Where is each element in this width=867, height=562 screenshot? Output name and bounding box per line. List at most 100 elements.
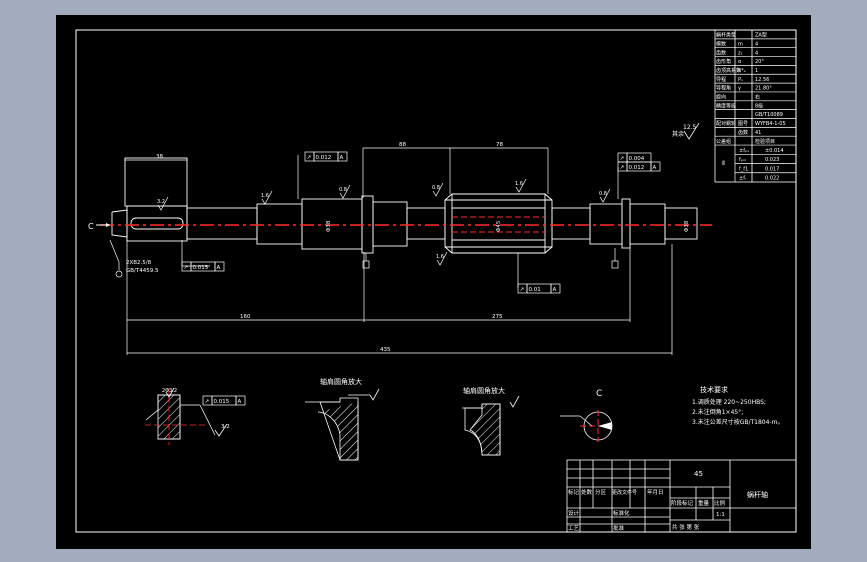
params-row-name: 齿形角 <box>716 58 731 65</box>
roughness-value: 3.2 <box>157 199 165 205</box>
params-row-symbol: h*ₐ <box>738 68 746 74</box>
params-row-name: 导程角 <box>716 85 731 92</box>
params-table <box>714 29 797 183</box>
params-row-value: 12.56 <box>755 77 769 83</box>
dim-mid-top: 88 <box>399 142 406 148</box>
dimension-lines <box>109 147 673 355</box>
tb-design: 设计 <box>568 509 580 517</box>
tb-change: 更改文件号 <box>612 489 637 496</box>
params-row-symbol: γ <box>738 86 741 92</box>
tb-date: 年月日 <box>647 488 664 496</box>
general-roughness: 12.5 其余 <box>672 122 700 140</box>
datum-marks <box>362 248 619 269</box>
params-row-name: 配对蜗轮 <box>716 120 736 127</box>
params-row-value: 1 <box>755 68 758 74</box>
section-c-view: C <box>560 389 616 442</box>
roughness-symbol <box>157 196 169 211</box>
tech-requirements: 技术要求 1.调质处理 220~250HBS; 2.未注倒角1×45°; 3.未… <box>692 385 783 426</box>
general-roughness-value: 12.5 <box>683 124 697 131</box>
tol-frame-cell: 0.015 <box>214 399 230 405</box>
tol-frame-cell: 0.004 <box>629 156 645 162</box>
tol-row-value: 0.017 <box>765 166 779 172</box>
center-hole-note: 2XB2.5/8 GB/T4459.5 <box>115 260 159 278</box>
detail-3-title: 轴肩圆角放大 <box>463 386 505 395</box>
dim-diameter: Φ38 <box>326 220 332 232</box>
tech-req-line-2: 2.未注倒角1×45°; <box>692 408 743 416</box>
tol-row-symbol: fₚₓₗ <box>739 157 746 163</box>
detail-view-3 <box>462 395 520 456</box>
section-marker-left: C <box>88 222 110 231</box>
params-row-value: 41 <box>755 130 761 136</box>
detail-1-texts: 3.2 2Φ3.2 <box>162 388 230 430</box>
params-row-symbol: Pₓ <box>738 77 743 83</box>
tol-row-value: 0.022 <box>765 176 779 182</box>
section-c-label: C <box>596 389 602 399</box>
roughness-symbol <box>599 188 611 203</box>
tol-frame-runout-right-bot: ↗ 0.012 A <box>617 161 661 172</box>
detail-2-title: 轴肩圆角放大 <box>320 377 362 386</box>
tol-row-symbol: ±fᵣ <box>739 176 747 182</box>
tb-scale-val: 1:1 <box>716 512 725 518</box>
tol-row-value: 0.023 <box>765 157 779 163</box>
tb-material: 45 <box>694 470 703 478</box>
params-row-value: WYFB4-1-05 <box>755 121 786 127</box>
dim-overall: 435 <box>380 347 391 353</box>
params-row-symbol: 齿数 <box>738 129 748 136</box>
tol-frame-cell: A <box>340 155 344 161</box>
tol-row-symbol: ±fₚₓ <box>739 148 749 154</box>
params-row-name: 齿数 <box>716 49 726 56</box>
center-note-1: 2XB2.5/8 <box>126 260 152 266</box>
roughness-symbol <box>436 251 448 266</box>
tol-row-value: ±0.014 <box>765 148 784 154</box>
title-block-texts: 45 蜗杆轴 标记 处数 分区 更改文件号 年月日 设计 工艺 标准化 批准 阶… <box>568 470 768 532</box>
params-row-symbol: 图号 <box>738 121 748 127</box>
params-row-value: 20° <box>755 59 764 65</box>
tb-count: 处数 <box>581 488 593 496</box>
tol-frame-cell: ↗ <box>620 165 625 171</box>
detail-1-top: 2Φ3.2 <box>162 388 177 394</box>
params-row-value: 4 <box>755 41 758 47</box>
tol-group-label: Ⅱ <box>722 160 725 167</box>
tol-frame-cell: 0.015 <box>193 265 209 271</box>
params-row-name: 公差组 <box>716 138 731 145</box>
dim-diameter: Φ38 <box>684 220 690 232</box>
dim-diameter: Φ45 <box>496 220 502 232</box>
params-row-name: 精度等级 <box>716 102 736 109</box>
params-row-name: 导程 <box>716 76 726 83</box>
roughness-value: 0.8 <box>339 187 347 193</box>
tol-frame-cell: ↗ <box>307 155 312 161</box>
tol-frame-cell: ↗ <box>620 156 625 162</box>
tol-frame-cell: A <box>653 165 657 171</box>
section-label: C <box>88 222 94 231</box>
inner-border <box>75 29 797 533</box>
roughness-value: 1.6 <box>261 193 269 199</box>
tol-frame-cell: 0.012 <box>629 165 645 171</box>
roughness-symbol <box>432 182 444 197</box>
params-row-value: 右 <box>755 94 760 101</box>
roughness-value: 0.8 <box>599 191 607 197</box>
params-row-symbol: m <box>738 41 743 47</box>
roughness-value: 1.6 <box>515 181 523 187</box>
params-row-symbol: α <box>738 59 742 65</box>
tol-row-symbol: f_f1 <box>739 166 748 172</box>
dim-length-left: 160 <box>240 314 251 320</box>
tb-name: 蜗杆轴 <box>747 490 768 499</box>
tol-frame-cell: ↗ <box>184 265 189 271</box>
tb-mark: 标记 <box>568 488 580 496</box>
dim-length-right: 275 <box>492 314 503 320</box>
detail-1-rough: 3.2 <box>221 424 230 430</box>
roughness-symbol <box>339 184 351 199</box>
roughness-value: 0.8 <box>432 185 440 191</box>
params-row-value: 8级 <box>755 102 763 109</box>
tol-frame-cell: A <box>553 287 557 293</box>
tb-approve: 批准 <box>613 524 625 532</box>
tb-sheets: 共 张 第 张 <box>672 523 700 531</box>
params-row-value: 4 <box>755 50 758 56</box>
